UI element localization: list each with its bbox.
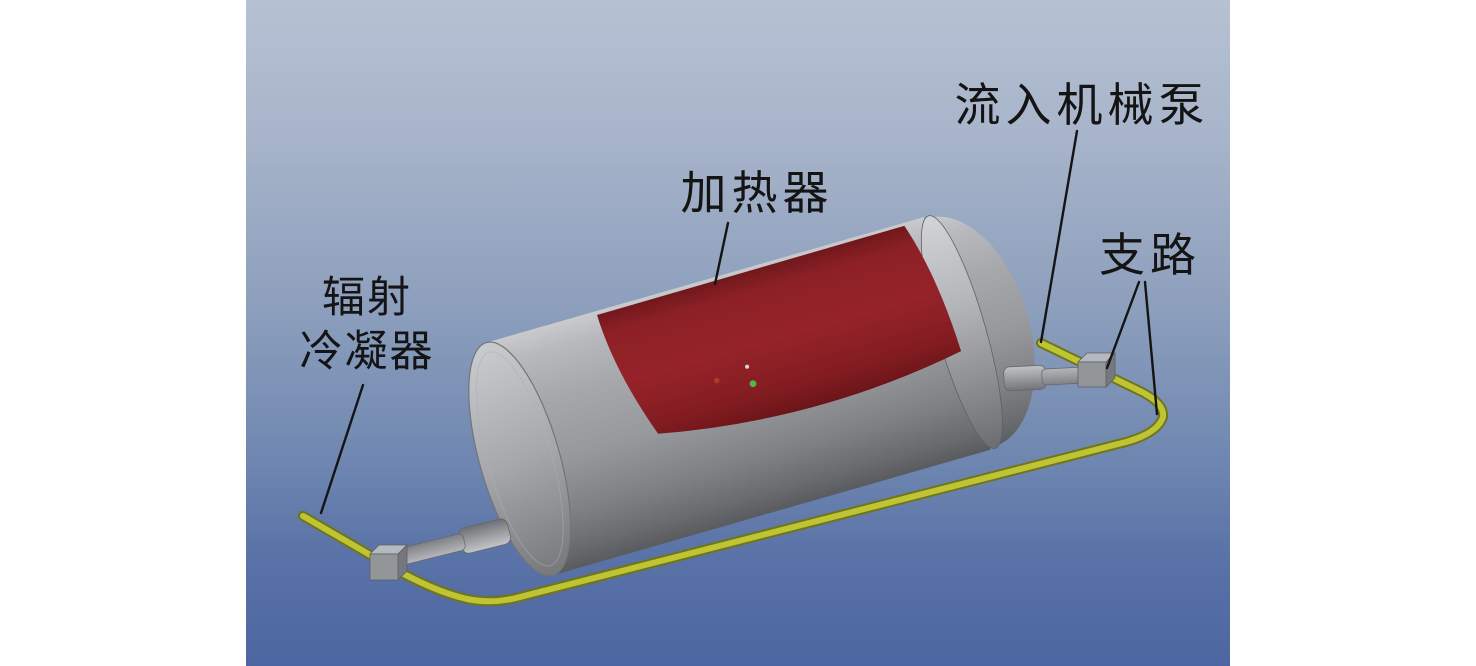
pipe-fill xyxy=(300,340,1167,605)
left-nozzle-body xyxy=(458,518,511,554)
figure-scene: 加热器 流入机械泵 支路 辐射 冷凝器 xyxy=(246,0,1230,666)
label-radiative-condenser-line2: 冷凝器 xyxy=(299,329,435,376)
label-branch: 支路 xyxy=(1099,230,1201,281)
left-nozzle xyxy=(394,518,511,566)
right-tee-front-face xyxy=(1077,361,1107,388)
leader-line-branch-left xyxy=(1105,280,1141,370)
label-heater: 加热器 xyxy=(680,168,834,219)
tank-left-cap xyxy=(468,341,572,577)
heater-band xyxy=(597,225,962,434)
left-tee-front-face xyxy=(369,553,399,581)
right-tee-fitting xyxy=(1077,352,1116,388)
right-nozzle-body xyxy=(1003,364,1047,392)
label-inflow-pump: 流入机械泵 xyxy=(954,80,1210,131)
indicator-dot-red xyxy=(713,377,720,384)
indicator-dot-white xyxy=(745,364,750,369)
leader-line-heater xyxy=(713,221,730,286)
leader-line-pump xyxy=(1039,129,1079,344)
leader-lines xyxy=(319,129,1159,515)
tank xyxy=(468,215,1035,577)
label-radiative-condenser-line1: 辐射 xyxy=(322,275,412,322)
indicator-dot-green xyxy=(749,380,757,388)
left-tee-fitting xyxy=(369,544,408,581)
tank-3d-illustration xyxy=(298,129,1169,607)
coolant-loop-pipe xyxy=(298,338,1169,607)
label-radiative-condenser: 辐射 冷凝器 xyxy=(300,272,435,380)
tank-left-cap-ring xyxy=(475,351,564,567)
leader-line-condenser xyxy=(319,383,365,515)
leader-line-branch-right xyxy=(1143,280,1159,416)
